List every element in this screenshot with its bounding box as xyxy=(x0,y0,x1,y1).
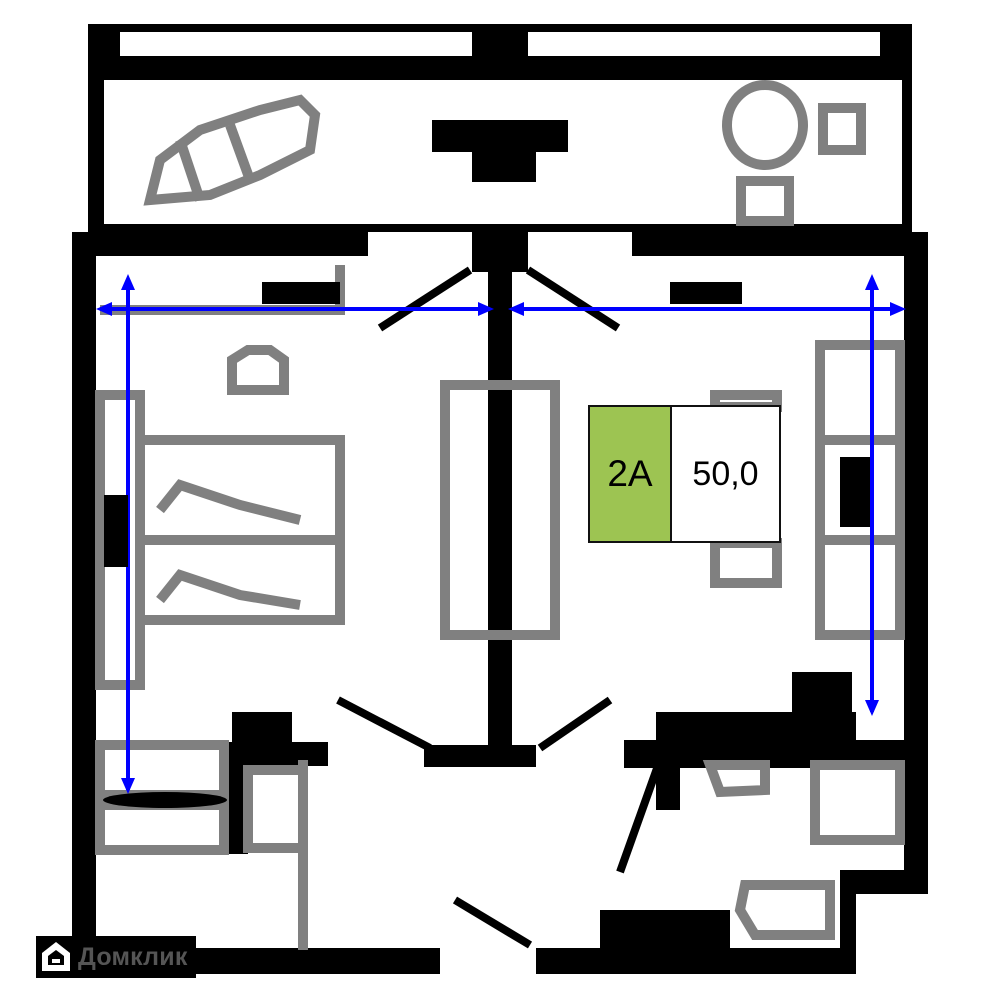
apartment-badge: 2A 50,0 xyxy=(588,405,781,543)
bath-divider xyxy=(103,792,227,808)
toilet-icon xyxy=(734,880,835,940)
balcony-label xyxy=(432,120,568,182)
table-round-icon xyxy=(722,80,866,226)
bathroom-walls xyxy=(224,712,914,950)
apartment-type: 2A xyxy=(590,407,672,541)
chair-icon xyxy=(710,538,782,588)
dimension-labels xyxy=(104,282,870,712)
windows xyxy=(168,256,832,272)
lamp-icon xyxy=(227,345,289,395)
shower-icon xyxy=(810,760,905,845)
bath-shelf-icon xyxy=(95,800,229,855)
apartment-area: 50,0 xyxy=(692,454,759,493)
door-swings xyxy=(336,266,664,949)
sink-icon xyxy=(702,760,770,798)
bath-shelf-icon xyxy=(95,740,229,800)
balcony xyxy=(88,24,912,232)
exterior-walls xyxy=(72,232,928,974)
house-logo-icon xyxy=(42,942,70,971)
shelving-icon xyxy=(815,340,905,640)
logo-text: Домклик xyxy=(78,942,188,971)
bed-icon xyxy=(135,435,345,625)
tv-stand-icon xyxy=(440,380,560,640)
domclick-logo: Домклик xyxy=(36,936,196,978)
washing-machine-icon xyxy=(243,765,308,853)
partition-wall xyxy=(424,260,536,767)
lounger-icon xyxy=(143,94,321,206)
